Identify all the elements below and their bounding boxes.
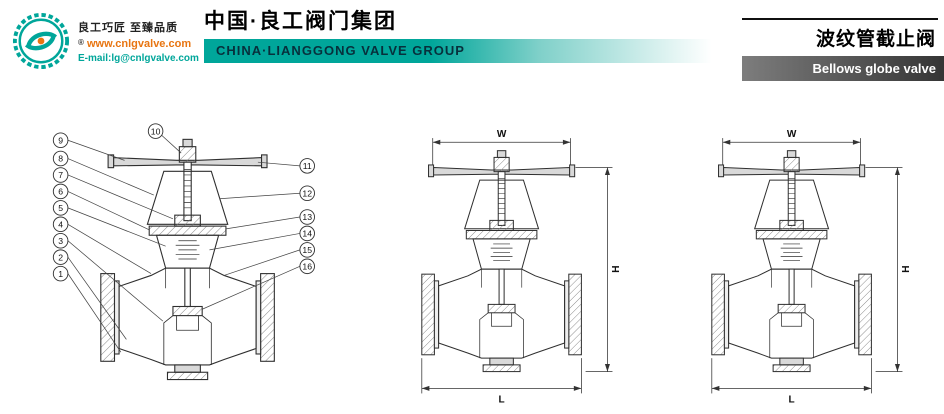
callout-13: 13 xyxy=(299,209,315,225)
svg-text:12: 12 xyxy=(302,188,312,198)
callout-1: 1 xyxy=(52,265,69,282)
dim-label-h: H xyxy=(611,265,622,272)
svg-text:13: 13 xyxy=(302,212,312,222)
leader-lines xyxy=(67,134,301,353)
logo-text: 良工巧匠 至臻品质 ® www.cnlgvalve.com E-mail:lg@… xyxy=(78,19,199,64)
callout-5: 5 xyxy=(52,200,69,216)
product-title-en: Bellows globe valve xyxy=(812,61,936,76)
svg-text:2: 2 xyxy=(58,252,63,262)
valve-dimension-drawing-2: W H L xyxy=(711,129,912,406)
callout-7: 7 xyxy=(52,167,69,183)
logo-website: ® www.cnlgvalve.com xyxy=(78,38,199,50)
drawings-area: 9 8 7 6 5 4 3 2 1 10 11 12 13 14 15 16 xyxy=(0,96,944,414)
company-title-cn: 中国·良工阀门集团 xyxy=(204,10,397,33)
logo-slogan: 良工巧匠 至臻品质 xyxy=(78,21,179,34)
logo-email: E-mail:lg@cnlgvalve.com xyxy=(78,52,199,64)
product-banner-en: Bellows globe valve xyxy=(742,56,944,81)
valve-parts-drawing: 9 8 7 6 5 4 3 2 1 10 11 12 13 14 15 16 xyxy=(52,123,315,381)
svg-text:5: 5 xyxy=(58,203,63,213)
callout-9: 9 xyxy=(52,132,69,149)
website-text: www.cnlgvalve.com xyxy=(86,37,192,50)
svg-text:9: 9 xyxy=(58,135,63,145)
dim-label-w: W xyxy=(787,129,797,140)
product-title-cn: 波纹管截止阀 xyxy=(815,29,936,50)
callout-4: 4 xyxy=(52,216,69,233)
callout-3: 3 xyxy=(52,232,69,249)
product-title-block: 波纹管截止阀 Bellows globe valve xyxy=(742,18,944,81)
dim-label-h: H xyxy=(901,265,912,272)
svg-text:10: 10 xyxy=(151,126,161,136)
svg-text:3: 3 xyxy=(58,236,63,246)
logo-block: 良工巧匠 至臻品质 ® www.cnlgvalve.com E-mail:lg@… xyxy=(12,12,199,70)
dimension-lines: W H L xyxy=(421,129,622,406)
svg-text:4: 4 xyxy=(58,219,63,229)
callout-11: 11 xyxy=(299,158,315,174)
top-rule xyxy=(742,18,938,20)
callout-12: 12 xyxy=(299,185,315,202)
callout-6: 6 xyxy=(52,183,69,200)
callout-2: 2 xyxy=(52,249,69,265)
svg-text:8: 8 xyxy=(58,154,63,164)
callout-8: 8 xyxy=(52,150,69,167)
company-banner-en: CHINA·LIANGGONG VALVE GROUP xyxy=(204,39,744,64)
valve-dimension-drawing-1: W H L xyxy=(421,129,622,406)
dim-label-w: W xyxy=(497,129,507,140)
company-gear-logo-icon xyxy=(12,12,70,70)
svg-text:6: 6 xyxy=(58,187,63,197)
dim-label-l: L xyxy=(499,395,505,406)
callout-10: 10 xyxy=(147,123,164,139)
svg-text:1: 1 xyxy=(58,269,63,279)
callout-16: 16 xyxy=(299,258,315,275)
header: 良工巧匠 至臻品质 ® www.cnlgvalve.com E-mail:lg@… xyxy=(0,0,944,96)
svg-text:16: 16 xyxy=(302,262,312,272)
svg-text:14: 14 xyxy=(302,229,312,239)
svg-text:15: 15 xyxy=(302,245,312,255)
registered-mark: ® xyxy=(78,37,84,47)
callout-14: 14 xyxy=(299,225,315,242)
dimension-lines: W H L xyxy=(711,129,912,406)
company-title-block: 中国·良工阀门集团 CHINA·LIANGGONG VALVE GROUP xyxy=(204,9,744,64)
svg-text:11: 11 xyxy=(303,161,312,171)
company-title-en: CHINA·LIANGGONG VALVE GROUP xyxy=(216,43,465,59)
callout-15: 15 xyxy=(299,242,315,258)
svg-text:7: 7 xyxy=(58,170,63,180)
dim-label-l: L xyxy=(789,395,795,406)
part-callouts: 9 8 7 6 5 4 3 2 1 10 11 12 13 14 15 16 xyxy=(52,123,315,282)
